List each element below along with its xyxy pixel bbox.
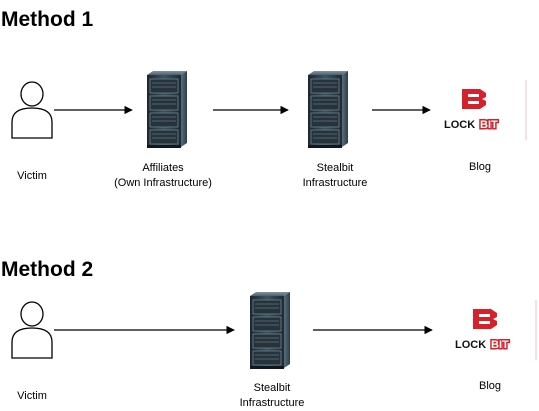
lockbit-logo-icon bbox=[473, 309, 497, 329]
victim-label: Victim bbox=[17, 170, 47, 182]
lockbit-logo: LOCK BIT BIT bbox=[444, 80, 527, 140]
lockbit-logo-text-right: BIT bbox=[480, 119, 498, 131]
stealbit-server-icon bbox=[307, 70, 349, 149]
stealbit-server-icon bbox=[249, 291, 291, 370]
method-2-title: Method 2 bbox=[1, 258, 93, 281]
stealbit-label-line1: Stealbit bbox=[254, 382, 291, 394]
lockbit-logo-text-left: LOCK bbox=[444, 119, 475, 131]
method-2-section: Method 2 Victim Stealbit Infrastructure … bbox=[1, 258, 537, 409]
blog-label: Blog bbox=[479, 380, 501, 392]
method-1-section: Method 1 Victim Affiliates (Own Infrastr… bbox=[1, 8, 527, 189]
affiliates-label-line1: Affiliates bbox=[142, 162, 184, 174]
lockbit-logo: LOCK BIT BIT bbox=[455, 300, 537, 360]
stealbit-label-line2: Infrastructure bbox=[240, 397, 305, 409]
stealbit-label-line2: Infrastructure bbox=[303, 177, 368, 189]
victim-person-icon bbox=[11, 301, 53, 359]
lockbit-logo-icon bbox=[462, 89, 486, 109]
affiliates-server-icon bbox=[146, 70, 188, 149]
lockbit-logo-text-left: LOCK bbox=[455, 339, 486, 351]
blog-label: Blog bbox=[469, 161, 491, 173]
victim-person-icon bbox=[11, 81, 53, 139]
affiliates-label-line2: (Own Infrastructure) bbox=[114, 177, 212, 189]
victim-label: Victim bbox=[17, 390, 47, 402]
lockbit-logo-text-right: BIT bbox=[491, 339, 509, 351]
method-1-title: Method 1 bbox=[1, 8, 93, 31]
stealbit-label-line1: Stealbit bbox=[317, 162, 354, 174]
lockbit-logo-text-right-outline: BIT bbox=[491, 339, 509, 351]
lockbit-logo-text-right-outline: BIT bbox=[480, 119, 498, 131]
